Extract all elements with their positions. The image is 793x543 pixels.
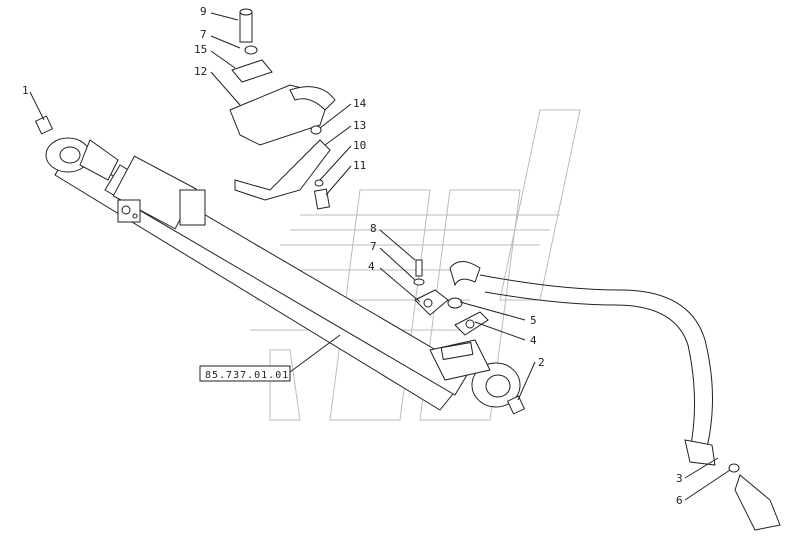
- figure-reference: 85.737.01.01: [199, 365, 291, 382]
- callout-5: 5: [530, 314, 537, 327]
- callout-labels: 9 7 15 12 1 14 13 10 11 8 7 4 5 4 2 3 6: [22, 5, 683, 507]
- callout-13: 13: [353, 119, 366, 132]
- figure-reference-label: 85.737.01.01: [205, 370, 289, 381]
- callout-12: 12: [194, 65, 207, 78]
- callout-7-lower: 7: [370, 240, 377, 253]
- grease-fitting-1: [34, 115, 54, 135]
- leader-lines: [29, 12, 731, 501]
- hydraulic-cylinder: [45, 137, 521, 411]
- callout-3: 3: [676, 472, 683, 485]
- callout-11: 11: [353, 159, 366, 172]
- hose-bracket: [413, 259, 489, 336]
- callout-2: 2: [538, 356, 545, 369]
- callout-9: 9: [200, 5, 207, 18]
- callout-8: 8: [370, 222, 377, 235]
- callout-4-upper: 4: [368, 260, 375, 273]
- hydraulic-hose: [479, 274, 781, 531]
- callout-15: 15: [194, 43, 207, 56]
- clamp-assembly: [229, 8, 336, 210]
- callout-10: 10: [353, 139, 366, 152]
- callout-4-lower: 4: [530, 334, 537, 347]
- callout-1: 1: [22, 84, 29, 97]
- callout-14: 14: [353, 97, 367, 110]
- callout-7: 7: [200, 28, 207, 41]
- grease-fitting-2: [506, 395, 526, 415]
- callout-6: 6: [676, 494, 683, 507]
